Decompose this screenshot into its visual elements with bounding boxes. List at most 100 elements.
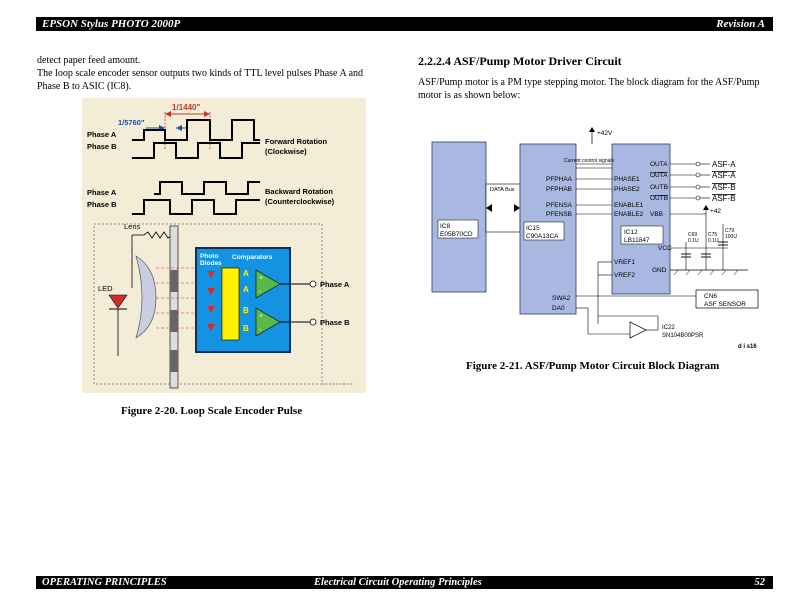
dim-5760-head-b [176,125,182,131]
dim-arrowhead-right [204,111,210,117]
photo-diodes-label-2: Diodes [200,260,222,267]
encoder-scale-strip [169,225,179,389]
ic15-label-box [523,221,565,241]
pin-phase2: PHASE2 [614,186,640,193]
pin-enable2: ENABLE2 [614,211,644,218]
left-para-2-line-1: The loop scale encoder sensor outputs tw… [37,68,364,79]
pin-vref2: VREF2 [614,272,635,279]
footer-bar: OPERATING PRINCIPLES Electrical Circuit … [36,576,773,589]
cn6-desc: ASF SENSOR [704,301,746,308]
right-para-line-2: motor is as shown below: [418,90,521,101]
fwd-phase-b-label: Phase B [87,142,117,151]
sensor-boundary [93,223,323,385]
ic15-part: C90A13CA [526,233,559,240]
out-terminal-a [309,280,317,288]
bus-arrow-right [514,204,520,212]
lens-label: Lens [124,222,141,231]
left-para-2-line-2: Phase B to ASIC (IC8). [37,81,132,92]
ic12-label-box [620,225,664,245]
ic8-block [431,141,487,293]
ic12-name: IC12 [624,229,638,236]
ic22-name: IC22 [662,325,675,331]
signal-a-top: A [243,269,249,278]
term-asf-b-bar [695,195,701,201]
dim-5760-label: 1/5760" [118,118,145,127]
header-revision: Revision A [716,18,765,30]
detector-block [195,247,291,353]
pin-vcc: VCC [658,245,672,252]
pin-outa-bar: OUTA [650,172,668,179]
scale-segment-1 [170,270,178,292]
pin-vbb: VBB [650,211,663,218]
comp-a-minus: - [259,289,262,296]
ic8-part: E05B70CD [440,231,473,238]
comparators-label: Comparators [232,254,273,261]
cn6-block [695,289,759,309]
comp-b-plus: + [259,313,263,320]
backward-rotation-label: Backward Rotation [265,187,333,196]
gnd-hatch-1 [673,269,679,276]
photo-diode-1 [207,271,215,278]
gnd-hatch-2 [685,269,691,276]
section-heading: 2.2.2.4 ASF/Pump Motor Driver Circuit [418,54,622,68]
comparator-b [255,307,281,337]
ic12-block [611,143,671,295]
forward-rotation-sub: (Clockwise) [265,147,307,156]
pin-phase1: PHASE1 [614,176,640,183]
photo-diode-2 [207,288,215,295]
gnd-hatch-6 [733,269,739,276]
ic8-name: IC8 [440,223,451,230]
photo-diode-3 [207,306,215,313]
ic8-label-box [437,219,479,239]
c79-name: C79 [725,228,734,234]
bus-arrow-left [486,204,492,212]
comparator-a [255,269,281,299]
asf-a-label: ASF-A [712,160,736,169]
pin-vref1: VREF1 [614,259,635,266]
output-phase-a: Phase A [320,280,350,289]
bwd-phase-b-label: Phase B [87,200,117,209]
footer-page-number: 52 [754,577,766,588]
dim-arrowhead-left [165,111,171,117]
lens-shape [135,255,157,339]
current-control-label: Current control signals [564,158,615,164]
ic22-symbol [629,321,647,339]
pin-enable1: ENABLE1 [614,202,644,209]
photo-diode-4 [207,324,215,331]
v42-top-label: +42V [597,130,613,137]
asf-b-label: ASF-B [712,183,736,192]
cn6-name: CN6 [704,293,717,300]
pin-pfphaa: PFPHAA [546,176,573,183]
asf-block-diagram: IC8 E05B70CD DATA Bus IC15 C90A13CA PFPH… [431,127,759,350]
backward-rotation-sub: (Counterclockwise) [265,197,335,206]
bwd-phase-a-label: Phase A [87,188,117,197]
dim-1440-label: 1/1440" [172,103,200,112]
figure-2-21-caption: Figure 2-21. ASF/Pump Motor Circuit Bloc… [466,360,720,372]
out-terminal-b [309,318,317,326]
left-para-1: detect paper feed amount. [37,55,141,66]
comp-a-plus: + [259,275,263,282]
ic15-name: IC15 [526,225,540,232]
fwd-phase-a-label: Phase A [87,130,117,139]
header-title: EPSON Stylus PHOTO 2000P [42,18,181,30]
output-phase-b: Phase B [320,318,350,327]
v42-right-label: +42 [710,208,721,215]
bwd-phase-a-wave [154,181,260,195]
ic12-part: LB11847 [624,237,650,244]
lens-resistor [143,231,173,239]
pin-pfensa: PFENSA [546,202,573,209]
pin-gnd: GND [652,267,667,274]
gnd-hatch-3 [697,269,703,276]
header-bar: EPSON Stylus PHOTO 2000P Revision A [36,17,773,31]
footer-section: OPERATING PRINCIPLES [42,577,167,588]
encoder-figure: 1/1440" 1/5760" Phase A Phase B Forward … [82,98,366,393]
scale-segment-2 [170,310,178,332]
c79-value: 100U [725,234,737,240]
pin-outa: OUTA [650,161,668,168]
gnd-hatch-4 [709,269,715,276]
asf-b-bar-label: ASF-B [712,194,736,203]
signal-a-bottom: A [243,285,249,294]
asf-a-bar-label: ASF-A [712,171,736,180]
footer-chapter: Electrical Circuit Operating Principles [314,577,482,588]
